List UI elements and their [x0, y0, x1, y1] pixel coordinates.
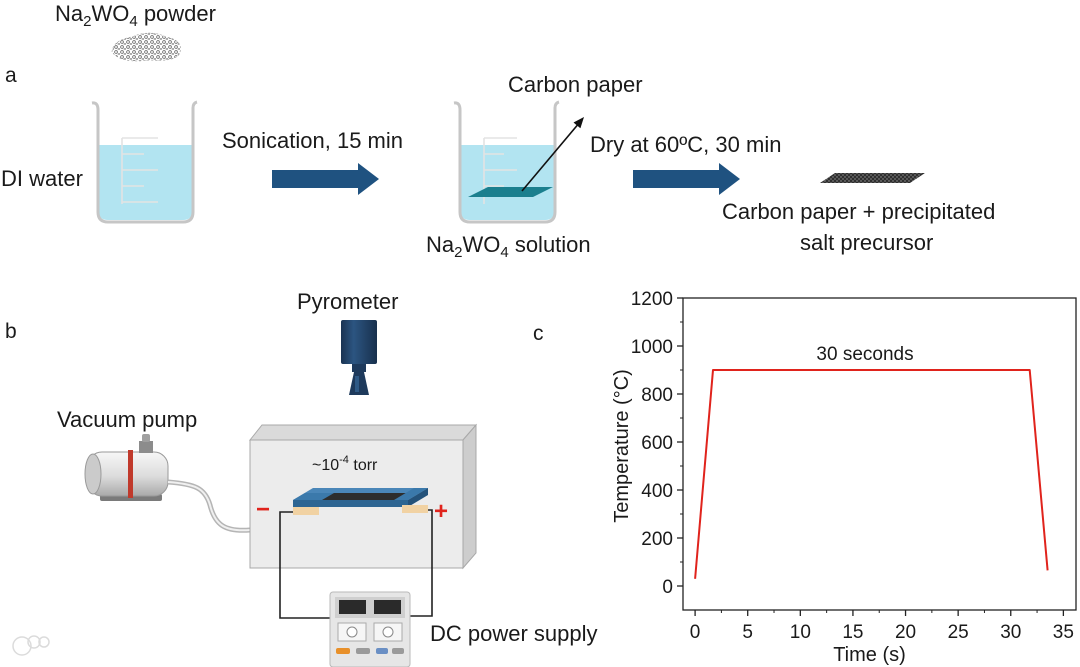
panel-label-b: b [5, 320, 17, 343]
carbon-paper-label: Carbon paper [508, 72, 643, 97]
carbon-sample [320, 493, 408, 500]
plateau-annotation: 30 seconds [816, 344, 913, 365]
sample-stage [293, 488, 428, 515]
negative-terminal-sign: − [256, 496, 270, 523]
solution-label-na: Na [426, 232, 455, 257]
panel-a: a Na2WO4 powder DI water Sonication, 15 … [1, 1, 995, 261]
power-supply-icon [329, 591, 411, 667]
product-label-line1: Carbon paper + precipitated [722, 199, 995, 224]
watermark-logo [12, 635, 50, 656]
wire-negative [279, 511, 333, 619]
x-tick-label: 35 [1053, 622, 1074, 643]
knob-icon [382, 626, 394, 638]
y-tick-label: 1000 [631, 337, 673, 358]
wire-positive [408, 509, 433, 617]
powder-label-rest: powder [138, 1, 216, 26]
panel-c: c 0 200 400 600 800 1000 1200 0 5 10 15 20 25 30 35 30 … [533, 289, 1077, 666]
graduation-marks [121, 137, 158, 204]
water-fill [99, 145, 192, 220]
panel-label-a: a [5, 64, 17, 87]
x-tick-label: 15 [842, 622, 863, 643]
display-screen [374, 600, 401, 614]
power-supply-label: DC power supply [430, 621, 598, 646]
pressure-label-unit: torr [349, 457, 378, 474]
pyrometer-label: Pyrometer [297, 289, 398, 314]
pressure-label: ~10-4 torr [312, 454, 378, 474]
y-tick-label: 800 [641, 385, 673, 406]
pump-label: Vacuum pump [57, 407, 197, 432]
powder-label: Na2WO4 powder [55, 1, 216, 30]
electrode-left [293, 507, 319, 515]
y-tick-label: 200 [641, 529, 673, 550]
salt-coated-carbon-paper-icon [820, 173, 925, 183]
solution-label-sub-2: 2 [454, 244, 462, 261]
y-tick-label: 400 [641, 481, 673, 502]
powder-label-wo: WO [91, 1, 129, 26]
solution-label-wo: WO [462, 232, 500, 257]
y-axis-title: Temperature (°C) [611, 369, 633, 523]
pyrometer-icon [341, 320, 377, 395]
y-tick-label: 0 [662, 577, 673, 598]
beaker-outline [91, 100, 198, 224]
step1-label: Sonication, 15 min [222, 128, 403, 153]
vacuum-pump-icon [84, 434, 251, 533]
knob-icon [346, 626, 358, 638]
product-label-line2: salt precursor [800, 230, 933, 255]
electrode-right [402, 505, 428, 513]
powder-label-sub-2: 2 [83, 13, 91, 30]
process-arrow-icon [272, 163, 379, 195]
step2-label: Dry at 60ºC, 30 min [590, 132, 781, 157]
x-axis-title: Time (s) [833, 644, 906, 666]
x-tick-label: 30 [1000, 622, 1021, 643]
x-tick-label: 10 [790, 622, 811, 643]
powder-label-sub-4: 4 [129, 13, 137, 30]
temperature-series-line [694, 369, 1049, 579]
x-tick-label: 0 [690, 622, 701, 643]
vacuum-hose [167, 479, 251, 533]
y-tick-label: 600 [641, 433, 673, 454]
pointer-arrowhead-icon [573, 117, 584, 129]
beaker-icon [91, 100, 198, 224]
water-fill [461, 145, 554, 220]
beaker-outline [453, 100, 560, 224]
solution-label-rest: solution [509, 232, 591, 257]
panel-b: b Pyrometer Vacuum pump ~10-4 torr [5, 289, 598, 667]
solution-label-sub-4: 4 [500, 244, 508, 261]
powder-label-na: Na [55, 1, 84, 26]
y-tick-label: 1200 [631, 289, 673, 310]
beaker-icon [453, 100, 560, 224]
powder-pile-icon [111, 32, 181, 62]
panel-label-c: c [533, 322, 544, 345]
solution-label: Na2WO4 solution [426, 232, 591, 261]
positive-terminal-sign: + [434, 498, 448, 525]
carbon-paper-sheet [468, 187, 553, 197]
x-tick-label: 20 [895, 622, 916, 643]
water-label: DI water [1, 166, 83, 191]
x-tick-label: 25 [948, 622, 969, 643]
pointer-line [521, 121, 581, 192]
display-screen [339, 600, 366, 614]
temperature-chart: 0 200 400 600 800 1000 1200 0 5 10 15 20 25 30 35 30 se… [611, 289, 1077, 666]
x-tick-label: 5 [742, 622, 753, 643]
pressure-label-exponent: -4 [339, 454, 349, 466]
process-arrow-icon [633, 163, 740, 195]
pressure-label-base: ~10 [312, 457, 339, 474]
